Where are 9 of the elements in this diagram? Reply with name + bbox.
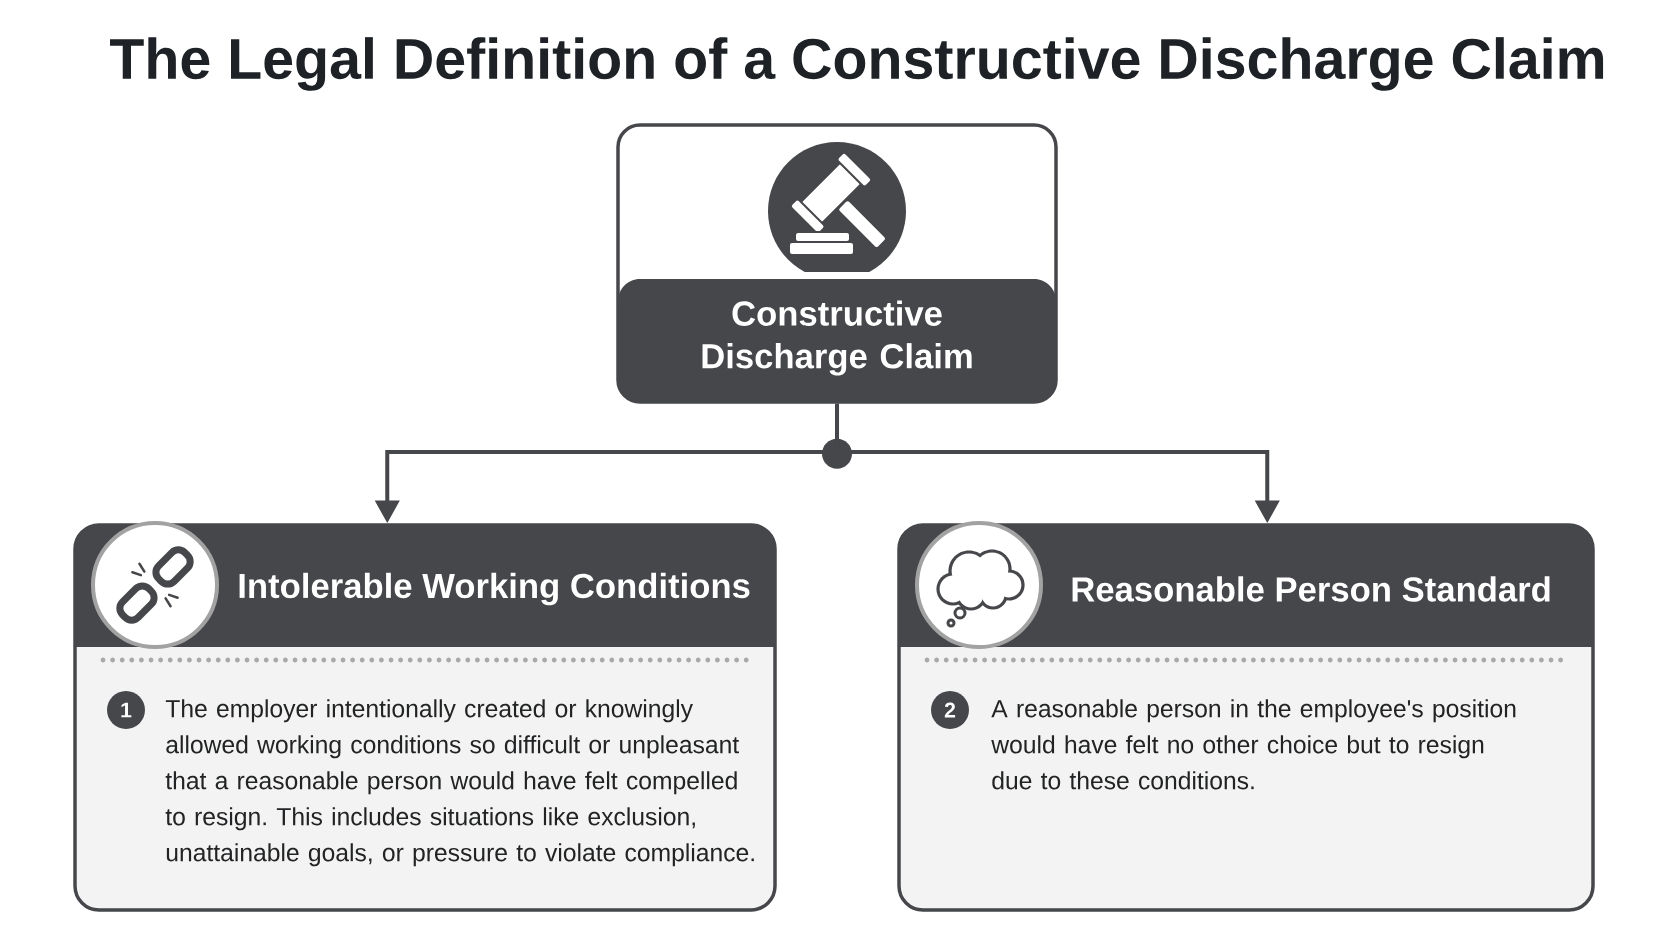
body-text: The employer intentionally created or knowingly allowed working conditions so difficult or unpleasant that a reasonable person would have felt compelled to resign. This includes situations like exclusion, unattainable goals, or pressure to violate compliance. — [165, 699, 754, 867]
title: The Legal Definition of a Constructive Discharge Claim — [110, 37, 1604, 91]
heading-band: Constructive Discharge Claim — [618, 279, 1056, 402]
card — [897, 521, 1595, 912]
number-badge: 2 — [931, 691, 969, 729]
card — [73, 521, 777, 912]
claim-box — [616, 123, 1058, 404]
body-text: A reasonable person in the employee's position would have felt no other choice but to resign due to these conditions. — [991, 699, 1516, 790]
number-badge: 1 — [107, 691, 145, 729]
